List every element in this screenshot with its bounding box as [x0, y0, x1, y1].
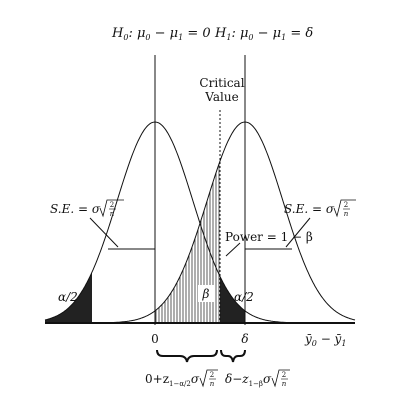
power-label: Power = 1 − β: [225, 230, 313, 244]
h0-heading: H0: μ0 − μ1 = 0: [111, 26, 211, 42]
svg-text:2: 2: [110, 201, 114, 209]
se-left-label: S.E. = σ 2 n: [50, 199, 124, 218]
alpha-right-label: α/2: [234, 290, 254, 304]
left-brace: [156, 349, 218, 363]
svg-text:n: n: [344, 210, 349, 218]
svg-text:n: n: [110, 210, 115, 218]
svg-text:2: 2: [282, 371, 286, 379]
power-pointer: [225, 242, 241, 257]
alpha-right-tail-region: [220, 276, 245, 323]
svg-text:n: n: [282, 380, 287, 388]
right-brace-label: δ−z1−βσ 2 n: [225, 369, 290, 388]
axis-label-zero: 0: [151, 332, 159, 346]
h1-heading: H1: μ0 − μ1 = δ: [214, 26, 313, 42]
beta-region-hatching: [155, 163, 220, 323]
beta-label: β: [202, 287, 210, 301]
right-brace: [220, 349, 246, 363]
se-right-pointer: [285, 217, 311, 248]
critical-value-label-line1: Critical: [199, 76, 244, 90]
alpha-left-tail-region: [45, 272, 92, 323]
axis-variable-label: ȳ0 − ȳ1: [304, 332, 346, 348]
beta-label-background: [198, 285, 214, 302]
axis-label-delta: δ: [241, 332, 248, 346]
se-right-label: S.E. = σ 2 n: [284, 199, 356, 218]
svg-text:δ−z1−βσ: δ−z1−βσ: [225, 372, 272, 388]
svg-text:0+z1−α/2σ: 0+z1−α/2σ: [145, 372, 200, 388]
svg-text:n: n: [210, 380, 215, 388]
left-brace-label: 0+z1−α/2σ 2 n: [145, 369, 218, 388]
critical-value-label-line2: Value: [204, 90, 238, 104]
svg-text:2: 2: [344, 201, 348, 209]
svg-text:S.E. = σ: S.E. = σ: [284, 202, 335, 216]
se-left-pointer: [89, 217, 119, 248]
alpha-left-label: α/2: [58, 290, 78, 304]
svg-text:S.E. = σ: S.E. = σ: [50, 202, 101, 216]
svg-text:2: 2: [210, 371, 214, 379]
